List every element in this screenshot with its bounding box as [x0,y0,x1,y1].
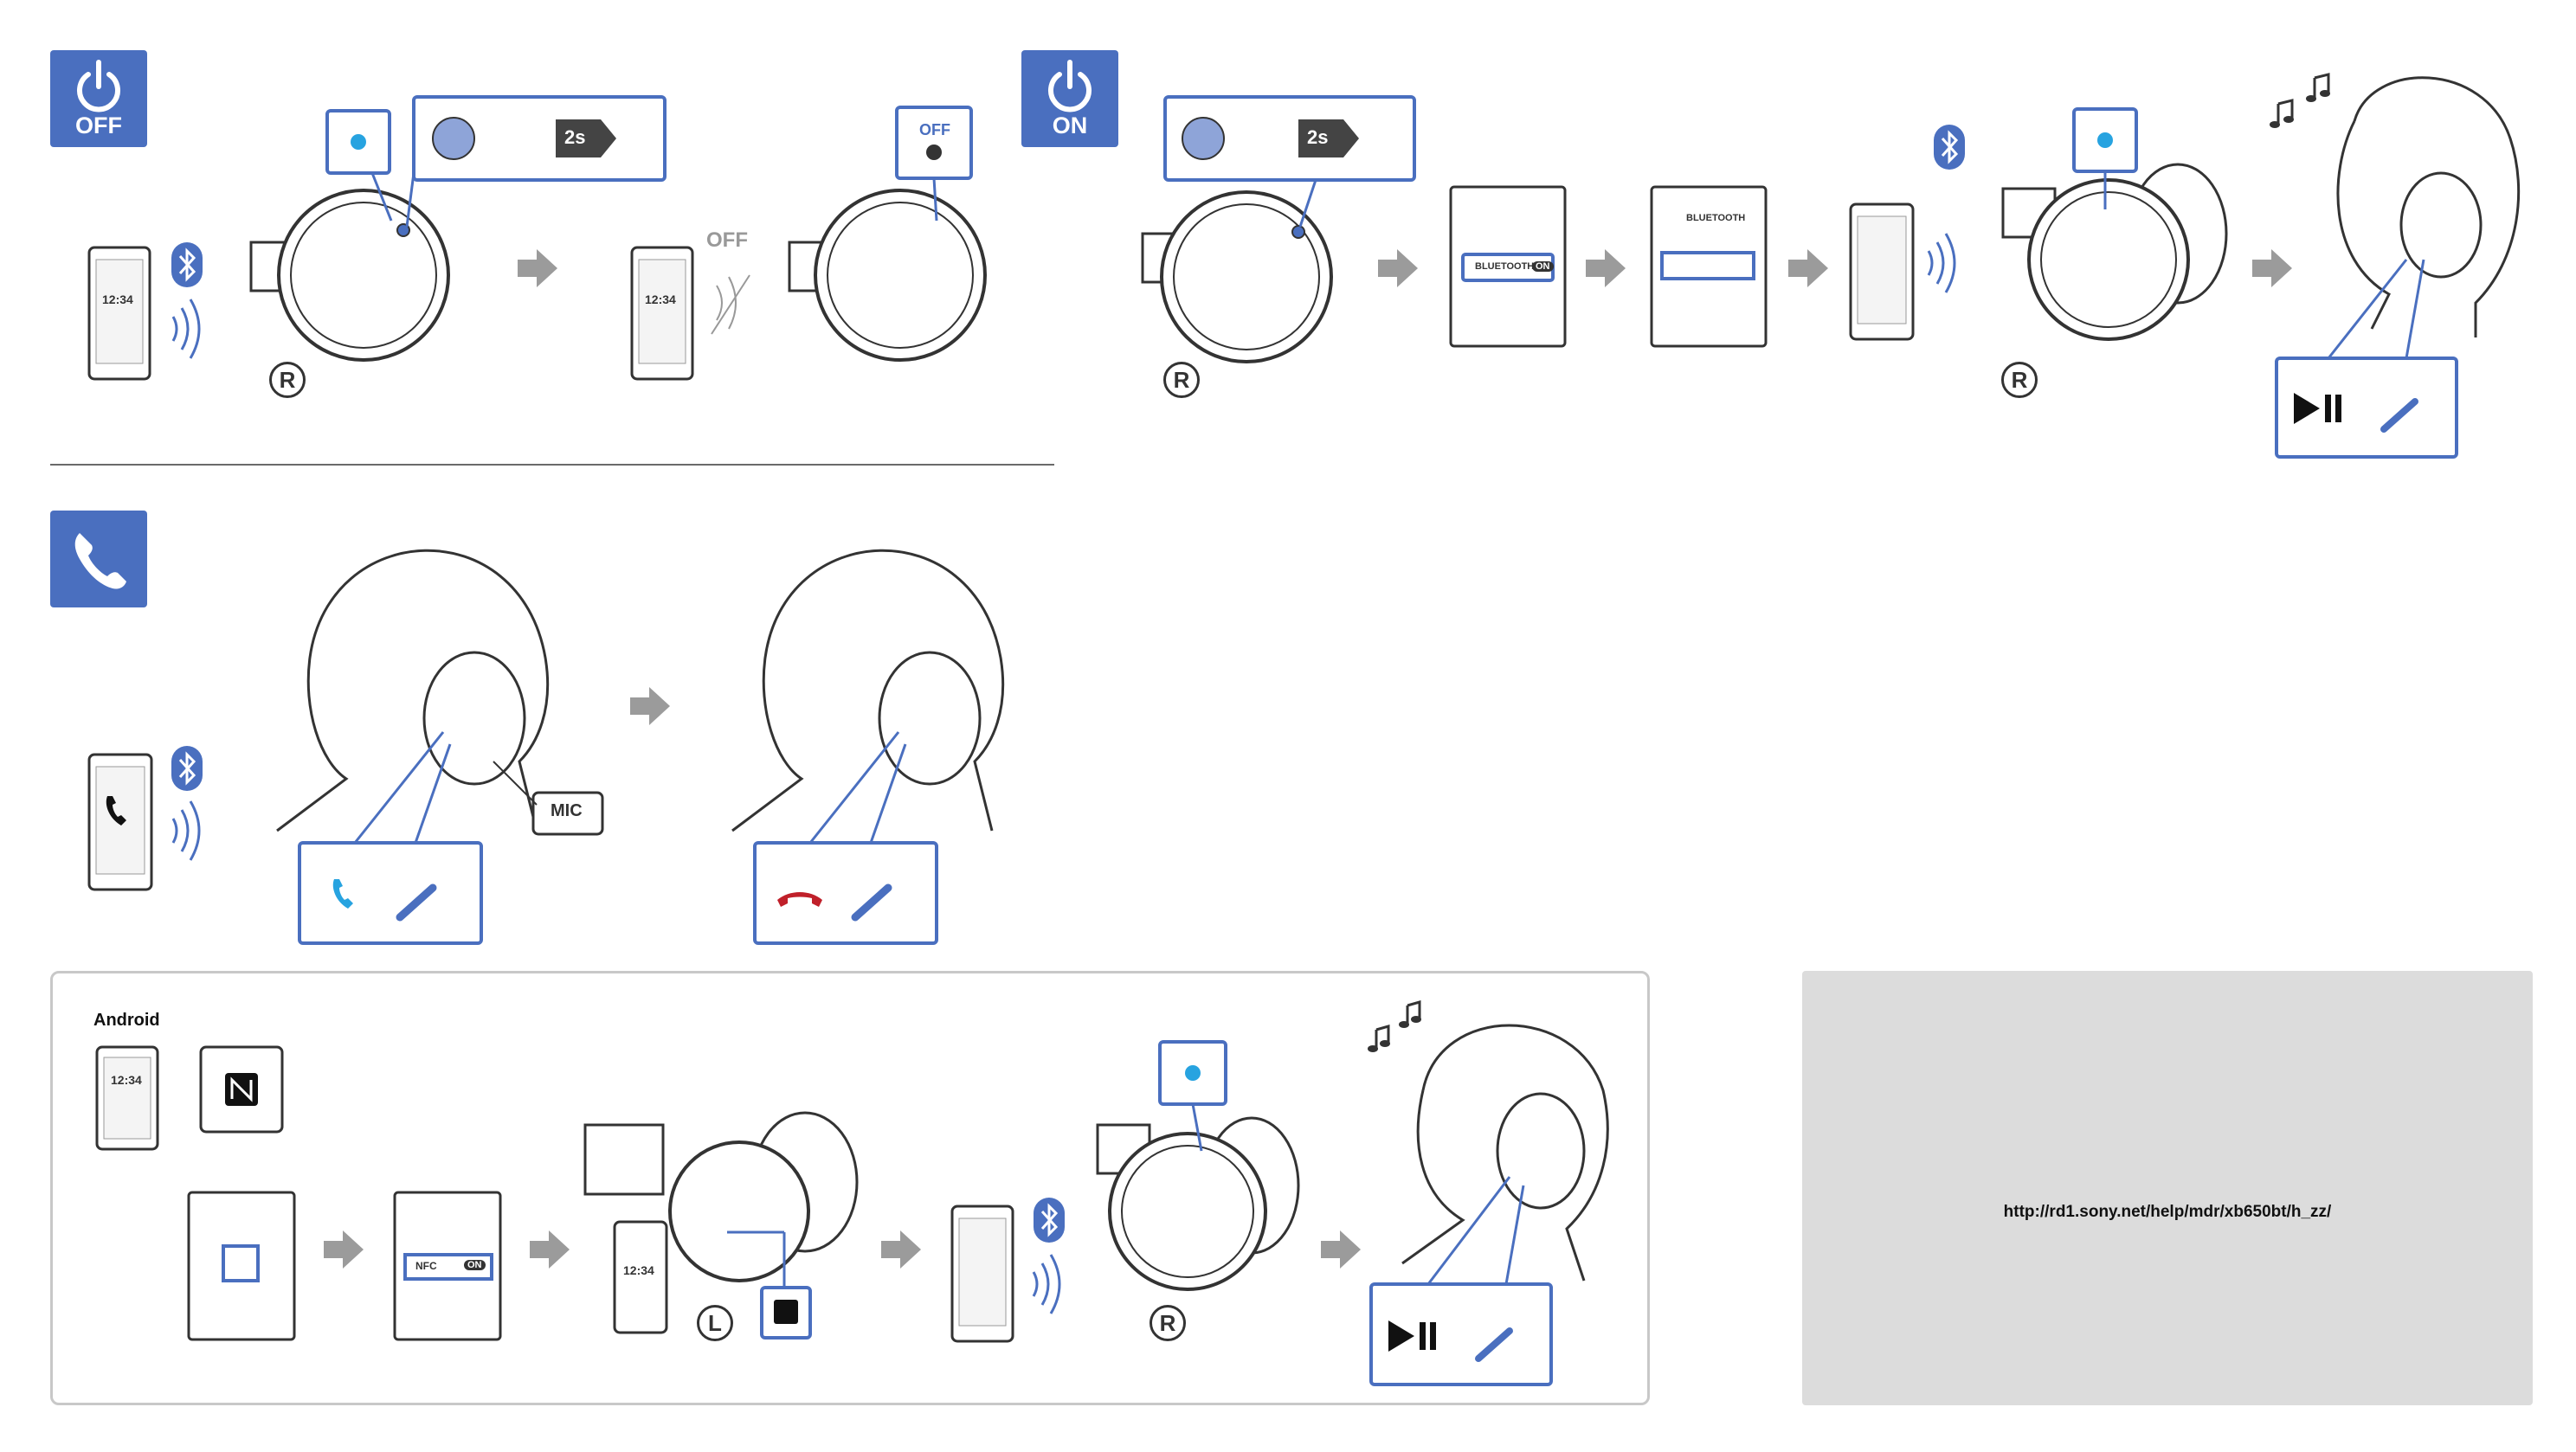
music-note-icon [1368,1000,1421,1052]
phone-icon [74,533,126,589]
right-mark: R [2001,362,2038,398]
info-section [1802,971,2533,1405]
hold-time-label: 2s [1307,126,1329,148]
off-led-callout [325,109,393,222]
power-off-tag: OFF [50,50,147,147]
nfc-menu-item: NFC [415,1260,437,1272]
call-end-callout [753,731,938,945]
on-headphone [1141,190,1333,363]
off-button-callout [405,95,667,228]
right-mark: R [269,362,306,398]
right-mark: R [1163,362,1200,398]
call-head-1 [276,549,550,832]
nfc-phone-paired [950,1205,1014,1343]
mic-callout [493,761,604,836]
on-phone-bt-list [1650,185,1768,348]
phone-clock: 12:34 [623,1263,654,1277]
off-headphone [249,189,450,362]
power-on-tag: ON [1021,50,1118,147]
call-answer-callout [298,731,483,945]
nfc-listener-head [1401,1024,1609,1282]
power-icon [77,60,120,112]
bluetooth-menu-item: BLUETOOTH [1475,261,1535,272]
android-label: Android [93,1011,160,1030]
music-note-icon [2270,73,2330,128]
arrow-right-icon [630,687,670,725]
power-icon [1048,60,1092,112]
nfc-play-callout [1369,1176,1553,1386]
off-status-label: OFF [706,228,748,252]
bluetooth-icon [170,241,204,289]
off-phone-2 [630,246,694,381]
off-state-callout [895,106,973,222]
phone-clock: 12:34 [645,292,676,306]
left-mark: L [697,1305,733,1341]
section-divider [50,464,1054,466]
bluetooth-icon [170,744,204,793]
nfc-headphone-connected [1096,1116,1300,1291]
bluetooth-waves [1927,232,1956,294]
nfc-phone-settings [187,1191,296,1341]
nfc-led-callout [1158,1040,1227,1152]
off-headphone-2 [788,189,987,362]
nfc-icon [199,1045,284,1134]
on-phone-bt-menu [1449,185,1567,348]
off-waves-crossed [711,274,750,335]
call-head-2 [731,549,1005,832]
bluetooth-waves [171,800,201,862]
android-phone [95,1045,159,1151]
hold-time-label: 2s [564,126,586,148]
on-headphone-connected [2001,163,2228,341]
on-play-callout [2275,259,2458,459]
arrow-right-icon [518,249,557,287]
on-listener-head [2336,76,2521,337]
on-tag-label: ON [1052,112,1088,138]
nfc-touch-headphone [583,1111,859,1340]
nfc-section-frame [50,971,1650,1405]
call-tag [50,511,147,607]
bluetooth-toggle: ON [1532,261,1554,272]
bluetooth-waves [171,298,201,360]
off-callout-label: OFF [919,121,950,138]
arrow-right-icon [1586,249,1626,287]
phone-clock: 12:34 [102,292,133,306]
bluetooth-list-header: BLUETOOTH [1686,213,1746,223]
on-phone-connected [1849,202,1915,341]
off-phone [87,246,151,381]
arrow-right-icon [1378,249,1418,287]
arrow-right-icon [2252,249,2292,287]
call-phone [87,753,153,891]
on-button-callout [1163,95,1416,228]
mic-label: MIC [551,801,583,820]
right-mark: R [1150,1305,1186,1341]
off-tag-label: OFF [75,112,122,138]
bluetooth-icon [1932,123,1967,171]
help-url[interactable]: http://rd1.sony.net/help/mdr/xb650bt/h_z… [2003,1203,2332,1221]
arrow-right-icon [1788,249,1828,287]
phone-clock: 12:34 [111,1073,142,1087]
on-led-callout [2072,107,2138,209]
nfc-toggle: ON [464,1260,486,1270]
